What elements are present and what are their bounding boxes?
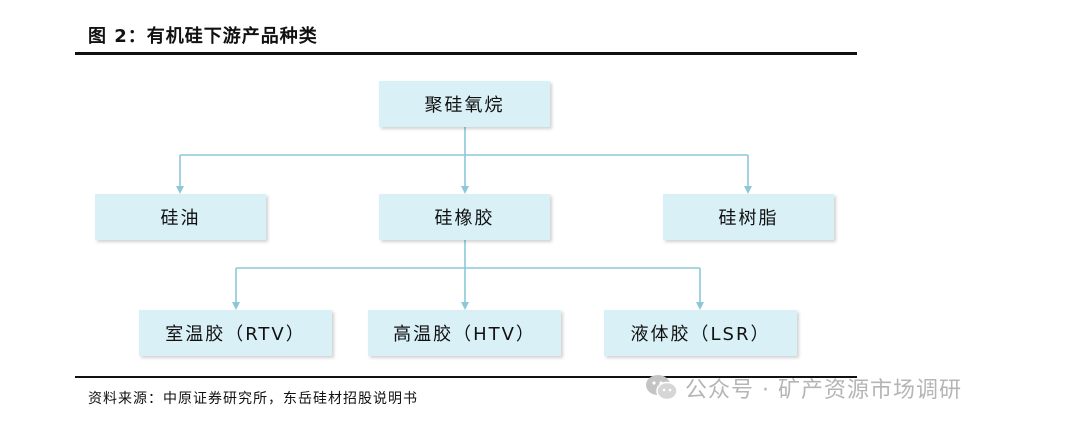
node-silicone-rubber: 硅橡胶 (379, 194, 550, 240)
node-htv: 高温胶（HTV） (368, 310, 561, 356)
bottom-rule (75, 376, 857, 378)
node-lsr: 液体胶（LSR） (604, 310, 797, 356)
top-rule (75, 52, 857, 55)
watermark: 公众号 · 矿产资源市场调研 (645, 372, 962, 404)
node-rtv: 室温胶（RTV） (139, 310, 332, 356)
watermark-text: 公众号 · 矿产资源市场调研 (685, 378, 962, 403)
node-silicone-resin: 硅树脂 (663, 194, 834, 240)
node-silicone-oil: 硅油 (95, 194, 266, 240)
wechat-icon (646, 375, 678, 401)
node-polysiloxane: 聚硅氧烷 (379, 81, 550, 127)
source-note: 资料来源：中原证券研究所，东岳硅材招股说明书 (88, 391, 418, 407)
figure-title: 图 2：有机硅下游产品种类 (88, 26, 318, 47)
